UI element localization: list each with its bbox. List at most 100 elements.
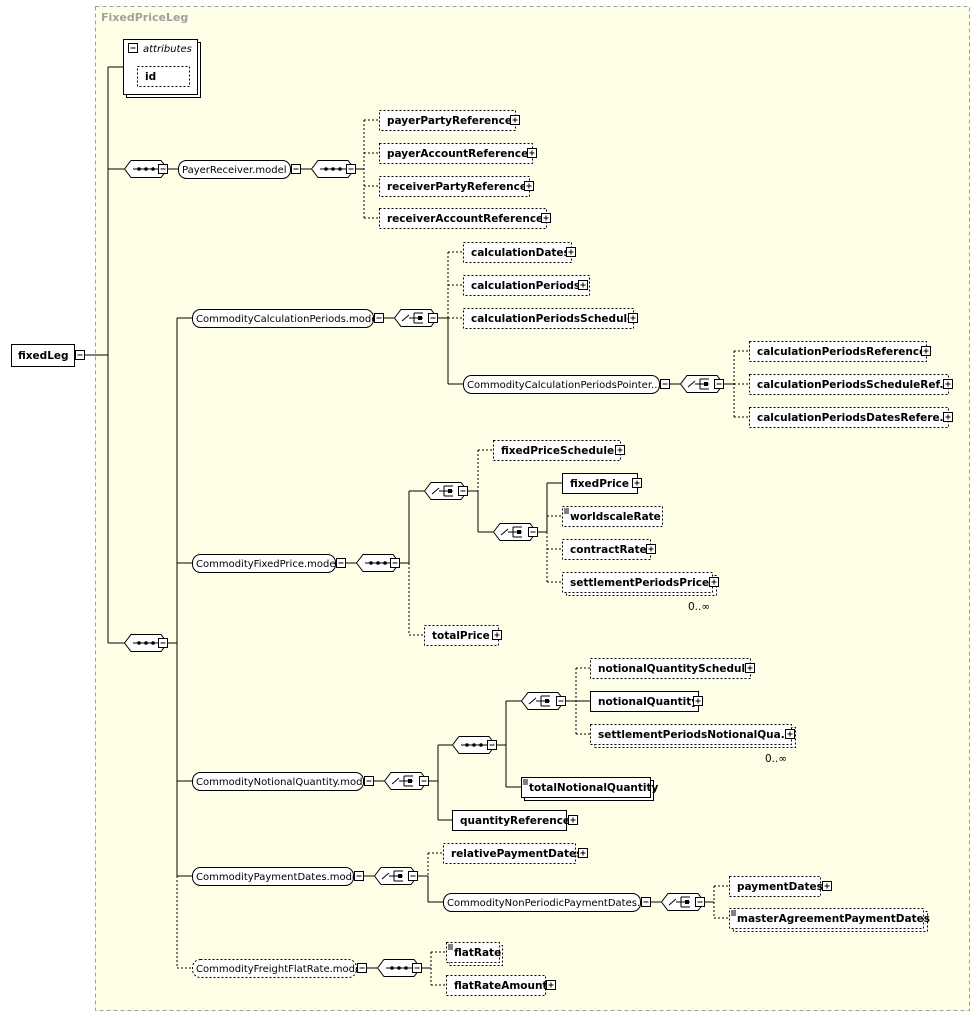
group-calculation-periods-model[interactable]: CommodityCalculationPeriods.model	[192, 309, 381, 328]
group-notional-quantity-model[interactable]: CommodityNotionalQuantity.model	[192, 772, 372, 791]
root-element-fixedLeg[interactable]: fixedLeg	[11, 344, 75, 367]
collapse-icon[interactable]	[408, 871, 418, 881]
element-payer-party-reference[interactable]: payerPartyReference	[379, 110, 516, 131]
expand-icon[interactable]	[693, 696, 703, 706]
element-notional-quantity-schedule[interactable]: notionalQuantitySchedule	[590, 658, 753, 679]
collapse-icon[interactable]	[158, 164, 168, 174]
collapse-icon[interactable]	[487, 740, 497, 750]
element-settlement-periods-price[interactable]: settlementPeriodsPrice	[562, 572, 717, 596]
expand-icon[interactable]	[568, 815, 578, 825]
svg-text:calculationDates: calculationDates	[471, 247, 570, 259]
attributes-box[interactable]: attributes id	[123, 39, 201, 98]
element-receiver-account-reference[interactable]: receiverAccountReference	[379, 208, 547, 229]
collapse-icon[interactable]	[346, 164, 356, 174]
collapse-icon[interactable]	[128, 43, 138, 53]
collapse-icon[interactable]	[357, 963, 367, 973]
element-flat-rate[interactable]: flatRate	[446, 942, 503, 966]
collapse-icon[interactable]	[158, 638, 168, 648]
element-calculation-dates[interactable]: calculationDates	[463, 242, 572, 263]
expand-icon[interactable]	[943, 379, 953, 389]
group-fixed-price-model[interactable]: CommodityFixedPrice.model	[192, 554, 339, 573]
group-non-periodic-payment-dates[interactable]: CommodityNonPeriodicPaymentDates....	[443, 893, 650, 912]
svg-text:calculationPeriodsReference: calculationPeriodsReference	[757, 346, 926, 358]
collapse-icon[interactable]	[695, 897, 705, 907]
expand-icon[interactable]	[541, 213, 551, 223]
choice-compositor	[123, 634, 169, 652]
expand-icon[interactable]	[646, 544, 656, 554]
attributes-label: attributes	[143, 44, 192, 55]
collapse-icon[interactable]	[336, 558, 346, 568]
element-calculation-periods[interactable]: calculationPeriods	[463, 275, 590, 296]
collapse-icon[interactable]	[354, 871, 364, 881]
expand-icon[interactable]	[527, 148, 537, 158]
group-calculation-periods-pointer[interactable]: CommodityCalculationPeriodsPointer....	[463, 375, 664, 394]
element-calculation-periods-reference[interactable]: calculationPeriodsReference	[749, 341, 927, 362]
element-flat-rate-amount[interactable]: flatRateAmount	[446, 975, 548, 996]
expand-icon[interactable]	[492, 630, 502, 640]
element-master-agreement-payment-dates[interactable]: masterAgreementPaymentDates	[729, 908, 930, 932]
element-contract-rate[interactable]: contractRate	[562, 539, 651, 560]
expand-icon[interactable]	[921, 346, 931, 356]
element-fixed-price[interactable]: fixedPrice	[562, 473, 638, 494]
element-quantity-reference[interactable]: quantityReference	[452, 810, 571, 831]
element-calculation-periods-schedule-ref[interactable]: calculationPeriodsScheduleRef...	[749, 374, 952, 395]
collapse-icon[interactable]	[291, 164, 301, 174]
element-worldscale-rate[interactable]: worldscaleRate	[562, 506, 663, 527]
toggle-layer	[75, 43, 953, 990]
collapse-icon[interactable]	[641, 897, 651, 907]
expand-icon[interactable]	[578, 280, 588, 290]
svg-text:settlementPeriodsPrice: settlementPeriodsPrice	[570, 577, 709, 589]
collapse-icon[interactable]	[374, 313, 384, 323]
collapse-icon[interactable]	[714, 379, 724, 389]
svg-text:flatRate: flatRate	[454, 947, 501, 959]
collapse-icon[interactable]	[364, 776, 374, 786]
svg-text:settlementPeriodsNotionalQua..: settlementPeriodsNotionalQua...	[598, 729, 793, 741]
cardinality-settlement-periods-notional-quantity: 0..∞	[765, 753, 787, 765]
expand-icon[interactable]	[615, 445, 625, 455]
expand-icon[interactable]	[524, 181, 534, 191]
collapse-icon[interactable]	[428, 313, 438, 323]
element-calculation-periods-schedule[interactable]: calculationPeriodsSchedule	[463, 308, 635, 329]
element-calculation-periods-dates-ref[interactable]: calculationPeriodsDatesRefere...	[749, 407, 952, 428]
group-freight-flat-rate-model[interactable]: CommodityFreightFlatRate.model	[192, 959, 364, 978]
element-payer-account-reference[interactable]: payerAccountReference	[379, 143, 533, 164]
expand-icon[interactable]	[709, 577, 719, 587]
collapse-icon[interactable]	[419, 776, 429, 786]
expand-icon[interactable]	[745, 663, 755, 673]
choice-compositor	[679, 375, 725, 393]
expand-icon[interactable]	[632, 478, 642, 488]
collapse-icon[interactable]	[528, 527, 538, 537]
expand-icon[interactable]	[822, 881, 832, 891]
collapse-icon[interactable]	[75, 350, 85, 360]
element-receiver-party-reference[interactable]: receiverPartyReference	[379, 176, 530, 197]
group-payment-dates-model[interactable]: CommodityPaymentDates.model	[192, 867, 361, 886]
collapse-icon[interactable]	[660, 379, 670, 389]
collapse-icon[interactable]	[412, 963, 422, 973]
element-payment-dates[interactable]: paymentDates	[729, 876, 823, 897]
collapse-icon[interactable]	[390, 558, 400, 568]
expand-icon[interactable]	[510, 115, 520, 125]
collapse-icon[interactable]	[458, 486, 468, 496]
group-payer-receiver-model[interactable]: PayerReceiver.model	[178, 160, 291, 179]
element-relative-payment-dates[interactable]: relativePaymentDates	[443, 843, 583, 864]
expand-icon[interactable]	[546, 980, 556, 990]
expand-icon[interactable]	[943, 412, 953, 422]
element-fixed-price-schedule[interactable]: fixedPriceSchedule	[493, 440, 621, 461]
sequence-compositor	[376, 959, 422, 977]
svg-text:relativePaymentDates: relativePaymentDates	[451, 848, 582, 860]
element-total-price[interactable]: totalPrice	[424, 625, 499, 646]
expand-icon[interactable]	[785, 729, 795, 739]
element-total-notional-quantity[interactable]: totalNotionalQuantity	[521, 777, 659, 801]
collapse-icon[interactable]	[556, 696, 566, 706]
svg-text:receiverPartyReference: receiverPartyReference	[387, 181, 527, 193]
expand-icon[interactable]	[566, 247, 576, 257]
svg-text:quantityReference: quantityReference	[460, 815, 570, 827]
svg-text:CommodityNotionalQuantity.mode: CommodityNotionalQuantity.model	[196, 777, 371, 788]
expand-icon[interactable]	[578, 848, 588, 858]
svg-text:PayerReceiver.model: PayerReceiver.model	[182, 165, 287, 176]
choice-compositor	[492, 523, 538, 541]
type-name: FixedPriceLeg	[101, 11, 188, 24]
element-notional-quantity[interactable]: notionalQuantity	[590, 691, 699, 712]
expand-icon[interactable]	[628, 313, 638, 323]
element-settlement-periods-notional-quantity[interactable]: settlementPeriodsNotionalQua...	[590, 724, 796, 748]
